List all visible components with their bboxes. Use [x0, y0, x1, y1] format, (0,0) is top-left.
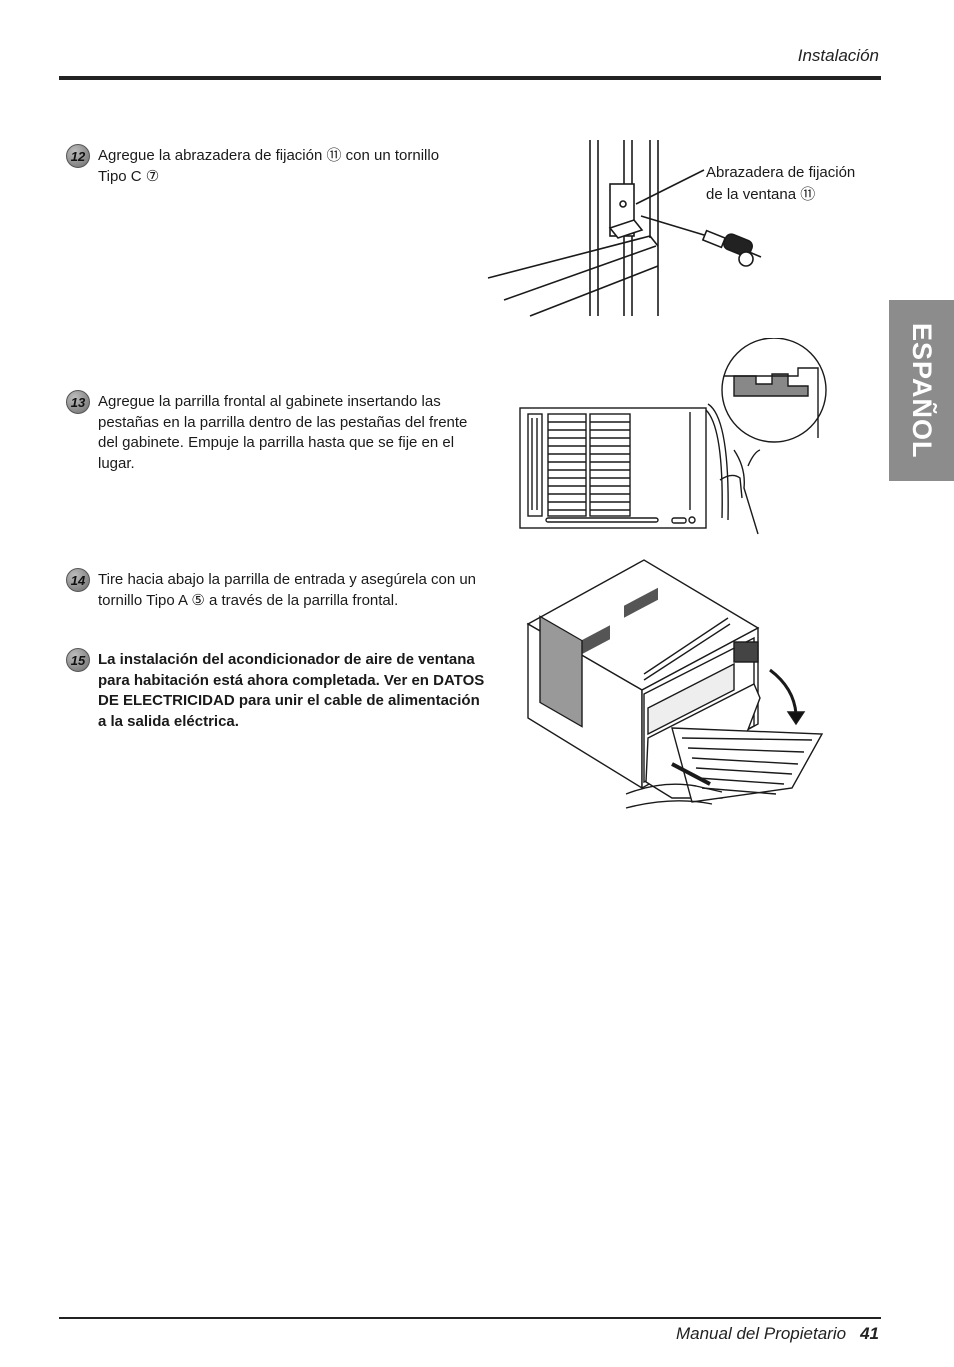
air-conditioner-illustration [526, 559, 824, 809]
step-14: 14 Tire hacia abajo la parrilla de entra… [66, 568, 486, 611]
page-number: 41 [860, 1324, 879, 1343]
footer-rule [59, 1317, 881, 1319]
step-number-badge: 12 [66, 144, 90, 168]
step-number-badge: 13 [66, 390, 90, 414]
step-15: 15 La instalación del acondicionador de … [66, 648, 486, 732]
header-rule [59, 76, 881, 80]
footer: Manual del Propietario 41 [676, 1324, 879, 1344]
language-tab-label: ESPAÑOL [907, 322, 937, 459]
bracket-callout: Abrazadera de fijación de la ventana ⑪ [706, 162, 855, 206]
step-text: Agregue la parrilla frontal al gabinete … [98, 393, 468, 472]
bracket-callout-line1: Abrazadera de fijación [706, 164, 856, 181]
step-number-badge: 14 [66, 568, 90, 592]
bracket-callout-line2: de la ventana ⑪ [706, 186, 816, 203]
step-text: Agregue la abrazadera de fijación ⑪ con … [98, 147, 440, 185]
step-13: 13 Agregue la parrilla frontal al gabine… [66, 390, 486, 474]
front-grille-illustration [519, 338, 827, 535]
step-12: 12 Agregue la abrazadera de fijación ⑪ c… [66, 144, 466, 187]
window-bracket-illustration [487, 140, 762, 317]
step-number-badge: 15 [66, 648, 90, 672]
manual-title: Manual del Propietario [675, 1324, 847, 1343]
language-tab: ESPAÑOL [889, 300, 954, 481]
step-text: Tire hacia abajo la parrilla de entrada … [98, 571, 477, 609]
section-title: Instalación [797, 46, 879, 65]
step-text: La instalación del acondicionador de air… [98, 651, 485, 730]
